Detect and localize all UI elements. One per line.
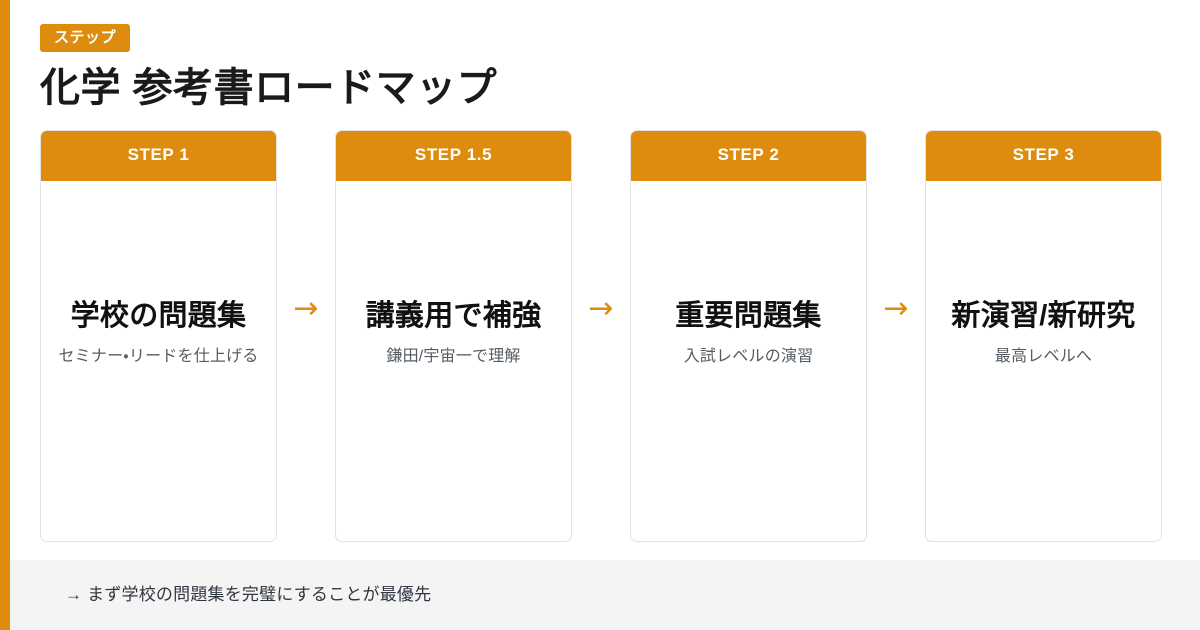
step-card-3-subtitle: 入試レベルの演習	[683, 348, 814, 366]
footer-note: → まず学校の問題集を完璧にすることが最優先	[65, 585, 432, 605]
step-card-3-body: 重要問題集 入試レベルの演習	[631, 181, 866, 542]
category-badge: ステップ	[40, 24, 131, 53]
step-card-1-title: 学校の問題集	[70, 299, 247, 332]
step-card-3-title: 重要問題集	[675, 299, 822, 332]
page-title: 化学 参考書ロードマップ	[40, 66, 498, 111]
step-card-2-body: 講義用で補強 鎌田/宇宙一で理解	[336, 181, 571, 542]
step-card-1[interactable]: STEP 1 学校の問題集 セミナー・リードを仕上げる	[40, 130, 277, 543]
step-card-2[interactable]: STEP 1.5 講義用で補強 鎌田/宇宙一で理解	[335, 130, 572, 543]
step-card-2-subtitle: 鎌田/宇宙一で理解	[386, 348, 521, 366]
step-card-4-subtitle: 最高レベルへ	[994, 348, 1093, 366]
step-card-2-title: 講義用で補強	[365, 299, 542, 332]
step-card-4-title: 新演習/新研究	[951, 299, 1136, 332]
arrow-right-icon-3: →	[883, 290, 909, 326]
step-card-4-header: STEP 3	[926, 131, 1161, 181]
left-accent-bar	[0, 0, 10, 630]
step-card-1-body: 学校の問題集 セミナー・リードを仕上げる	[41, 181, 276, 542]
step-card-3-header: STEP 2	[631, 131, 866, 181]
arrow-right-icon-2: →	[588, 290, 614, 326]
footer-bar: → まず学校の問題集を完璧にすることが最優先	[0, 560, 1200, 630]
step-card-2-header: STEP 1.5	[336, 131, 571, 181]
step-card-row: STEP 1 学校の問題集 セミナー・リードを仕上げる → STEP 1.5 講…	[0, 130, 1200, 543]
arrow-right-icon-1: →	[293, 290, 319, 326]
page-header: ステップ 化学 参考書ロードマップ	[0, 0, 1200, 111]
step-card-4[interactable]: STEP 3 新演習/新研究 最高レベルへ	[925, 130, 1162, 543]
step-card-1-subtitle: セミナー・リードを仕上げる	[58, 348, 259, 366]
step-card-4-body: 新演習/新研究 最高レベルへ	[926, 181, 1161, 542]
step-card-1-header: STEP 1	[41, 131, 276, 181]
step-card-3[interactable]: STEP 2 重要問題集 入試レベルの演習	[630, 130, 867, 543]
